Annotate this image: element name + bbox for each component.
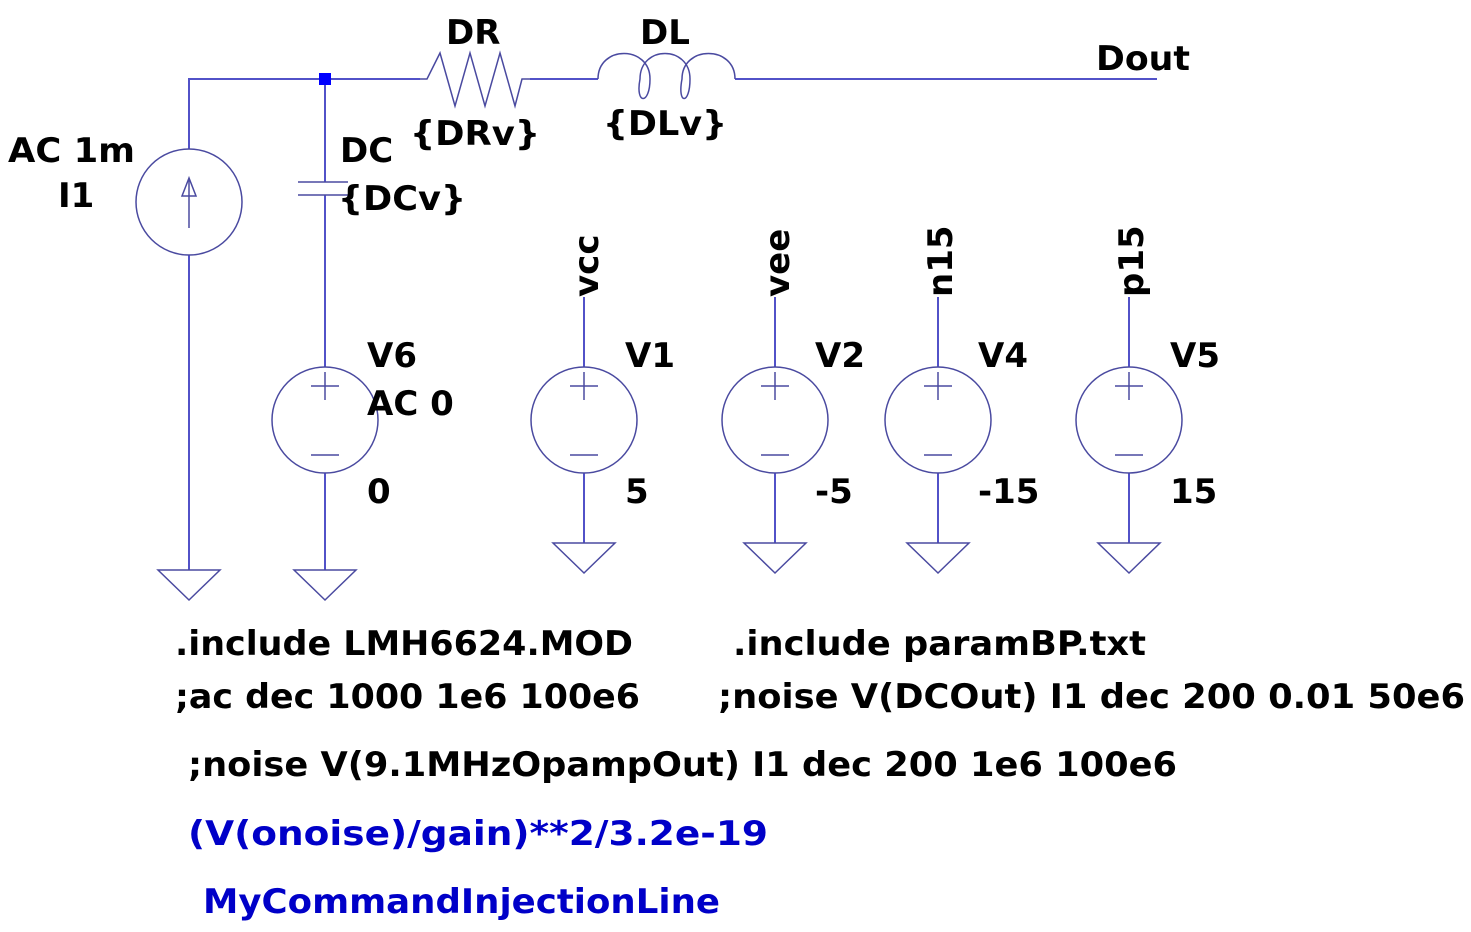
dc-name: DC bbox=[340, 131, 393, 171]
ground-symbol bbox=[292, 569, 358, 602]
expression-command-injection-line[interactable]: MyCommandInjectionLine bbox=[203, 882, 720, 922]
dr-name: DR bbox=[446, 13, 500, 53]
directive-include-parambp[interactable]: .include paramBP.txt bbox=[733, 624, 1146, 664]
voltage-source-v1[interactable] bbox=[530, 297, 638, 575]
net-label-n15: n15 bbox=[921, 225, 961, 297]
voltage-source-v5[interactable] bbox=[1075, 297, 1183, 575]
v6-name: V6 bbox=[367, 336, 417, 376]
directive-include-lmh6624[interactable]: .include LMH6624.MOD bbox=[175, 624, 633, 664]
dc-value: {DCv} bbox=[338, 179, 466, 219]
ground-symbol bbox=[156, 569, 222, 602]
inductor-dl[interactable] bbox=[597, 52, 736, 100]
voltage-source-v2[interactable] bbox=[721, 297, 829, 575]
net-label-p15: p15 bbox=[1112, 225, 1152, 297]
net-label-dout: Dout bbox=[1096, 39, 1190, 79]
directive-noise-dcout[interactable]: ;noise V(DCOut) I1 dec 200 0.01 50e6 bbox=[718, 677, 1465, 717]
voltage-source-v6[interactable] bbox=[271, 366, 379, 474]
expression-noise-formula[interactable]: (V(onoise)/gain)**2/3.2e-19 bbox=[188, 814, 768, 854]
v4-value: -15 bbox=[978, 472, 1039, 512]
current-source-i1[interactable] bbox=[135, 148, 243, 256]
dr-value: {DRv} bbox=[410, 114, 540, 154]
directive-noise-opampout[interactable]: ;noise V(9.1MHzOpampOut) I1 dec 200 1e6 … bbox=[188, 745, 1177, 785]
resistor-dr[interactable] bbox=[420, 50, 530, 109]
v5-value: 15 bbox=[1170, 472, 1217, 512]
net-label-vee: vee bbox=[758, 229, 798, 297]
net-label-vcc: vcc bbox=[567, 235, 607, 297]
v1-value: 5 bbox=[625, 472, 649, 512]
i1-value: AC 1m bbox=[8, 131, 135, 171]
dl-name: DL bbox=[640, 13, 690, 53]
voltage-source-v4[interactable] bbox=[884, 297, 992, 575]
v2-name: V2 bbox=[815, 336, 865, 376]
v1-name: V1 bbox=[625, 336, 675, 376]
capacitor-dc[interactable] bbox=[298, 181, 348, 196]
junction-dot bbox=[319, 73, 331, 85]
v4-name: V4 bbox=[978, 336, 1028, 376]
v2-value: -5 bbox=[815, 472, 853, 512]
v5-name: V5 bbox=[1170, 336, 1220, 376]
v6-dc-value: 0 bbox=[367, 472, 391, 512]
i1-name: I1 bbox=[58, 176, 94, 216]
wires bbox=[188, 78, 1157, 570]
v6-ac-value: AC 0 bbox=[367, 384, 454, 424]
directive-ac-analysis[interactable]: ;ac dec 1000 1e6 100e6 bbox=[175, 677, 640, 717]
dl-value: {DLv} bbox=[603, 104, 727, 144]
